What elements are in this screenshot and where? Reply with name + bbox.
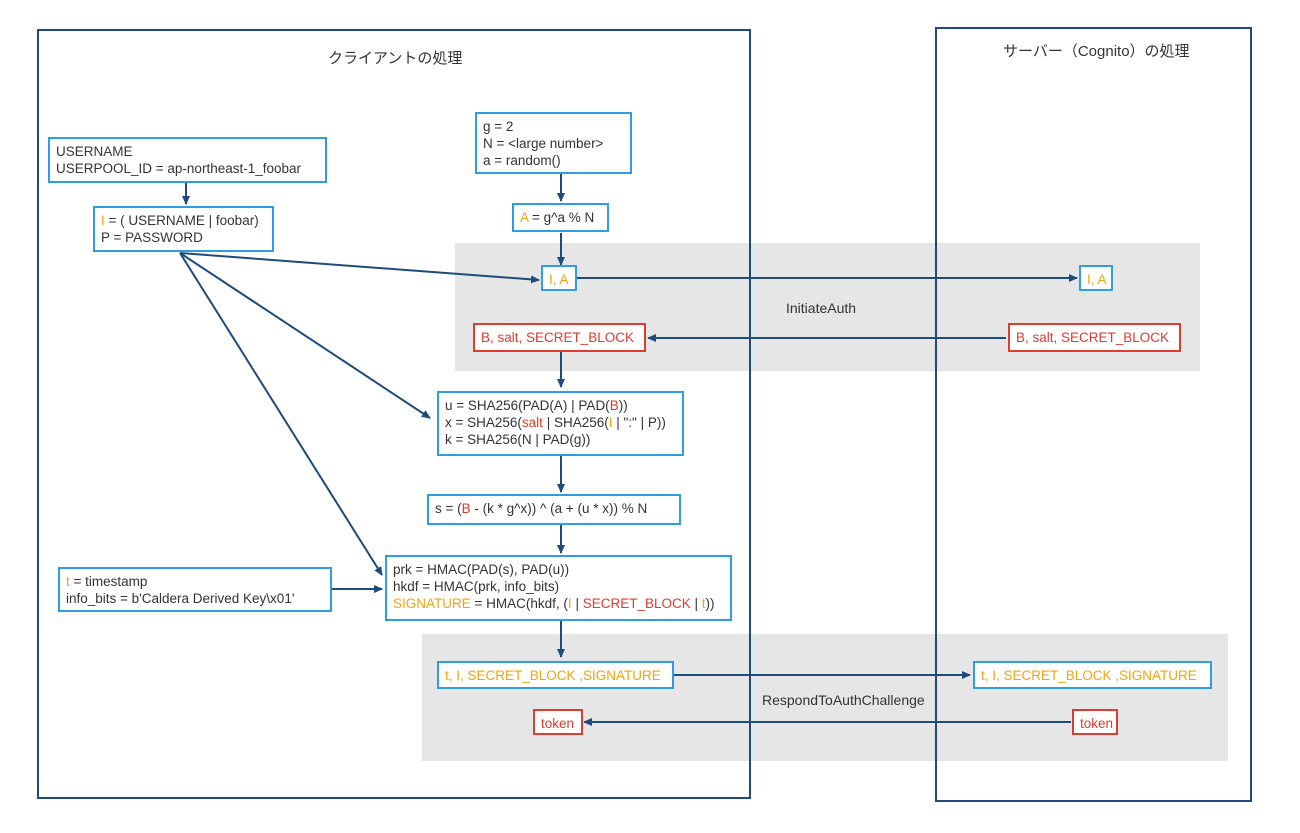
- initiate-auth-label: InitiateAuth: [786, 300, 857, 316]
- i-definition: = ( USERNAME | foobar): [104, 213, 259, 228]
- ia-server-box: I, A: [1079, 265, 1113, 291]
- signature-t: t: [701, 596, 706, 611]
- k-line: k = SHA256(N | PAD(g)): [445, 432, 591, 447]
- x-pre: x = SHA256(: [445, 415, 522, 430]
- x-post: | ":" | P)): [612, 415, 666, 430]
- client-frame: [37, 29, 751, 799]
- signature-label: SIGNATURE: [393, 596, 471, 611]
- prk-box: prk = HMAC(PAD(s), PAD(u)) hkdf = HMAC(p…: [385, 555, 732, 621]
- signature-sep2: |: [690, 596, 702, 611]
- prk-line: prk = HMAC(PAD(s), PAD(u)): [393, 562, 570, 577]
- signature-sep1: |: [571, 596, 583, 611]
- t-label: t: [66, 574, 70, 589]
- a-label: A: [520, 210, 529, 225]
- x-mid: | SHA256(: [542, 415, 609, 430]
- token-client-box: token: [533, 709, 583, 735]
- respond-challenge-label: RespondToAuthChallenge: [762, 692, 925, 708]
- username-line: USERNAME: [56, 144, 133, 159]
- signature-end: )): [705, 596, 715, 611]
- ux-box: u = SHA256(PAD(A) | PAD(B)) x = SHA256(s…: [437, 391, 684, 456]
- respond-challenge-band: [422, 634, 1228, 761]
- userpool-line: USERPOOL_ID = ap-northeast-1_foobar: [56, 161, 302, 176]
- x-i: I: [608, 415, 613, 430]
- ia-client-box: I, A: [541, 265, 577, 291]
- s-post: - (k * g^x)) ^ (a + (u * x)) % N: [470, 501, 648, 516]
- i-label: I: [101, 213, 105, 228]
- signature-mid: = HMAC(hkdf, (: [470, 596, 568, 611]
- signature-secret-block: SECRET_BLOCK: [582, 596, 691, 611]
- a-random-line: a = random(): [483, 153, 561, 168]
- params-box: g = 2 N = <large number> a = random(): [475, 112, 632, 174]
- x-salt: salt: [521, 415, 543, 430]
- info-bits-line: info_bits = b'Caldera Derived Key\x01': [66, 591, 295, 606]
- a-formula: = g^a % N: [528, 210, 595, 225]
- tsig-server-box: t, I, SECRET_BLOCK ,SIGNATURE: [973, 661, 1212, 689]
- u-post: )): [618, 398, 628, 413]
- token-server-box: token: [1072, 709, 1118, 735]
- s-pre: s = (: [435, 501, 462, 516]
- s-box: s = (B - (k * g^x)) ^ (a + (u * x)) % N: [427, 494, 681, 525]
- arrow-ip-to-prk: [179, 252, 383, 576]
- ip-box: I = ( USERNAME | foobar) P = PASSWORD: [93, 206, 274, 252]
- client-title: クライアントの処理: [328, 50, 463, 67]
- t-definition: = timestamp: [69, 574, 148, 589]
- hkdf-line: hkdf = HMAC(prk, info_bits): [393, 579, 560, 594]
- arrow-ip-to-ux: [179, 252, 431, 419]
- arrow-ip-to-ia: [179, 252, 540, 284]
- p-definition: P = PASSWORD: [101, 230, 203, 245]
- s-b: B: [461, 501, 471, 516]
- server-frame: [935, 27, 1252, 802]
- server-title: サーバー（Cognito）の処理: [1003, 43, 1190, 60]
- g-line: g = 2: [483, 119, 514, 134]
- n-line: N = <large number>: [483, 136, 604, 151]
- tsig-client-box: t, I, SECRET_BLOCK ,SIGNATURE: [437, 661, 674, 689]
- a-box: A = g^a % N: [512, 203, 609, 232]
- username-box: USERNAME USERPOOL_ID = ap-northeast-1_fo…: [48, 137, 327, 183]
- signature-i: I: [567, 596, 572, 611]
- t-box: t = timestamp info_bits = b'Caldera Deri…: [58, 567, 332, 612]
- bsalt-client-box: B, salt, SECRET_BLOCK: [473, 323, 646, 352]
- bsalt-server-box: B, salt, SECRET_BLOCK: [1008, 323, 1181, 352]
- u-b: B: [609, 398, 619, 413]
- u-pre: u = SHA256(PAD(A) | PAD(: [445, 398, 610, 413]
